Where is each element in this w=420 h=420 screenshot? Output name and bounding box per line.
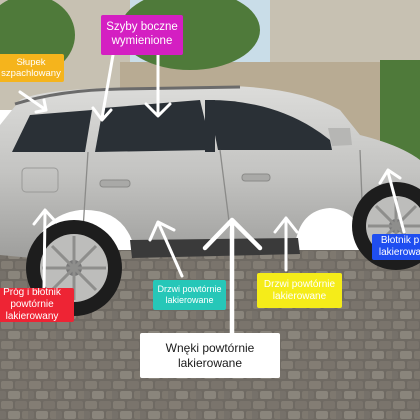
rear-door-handle [99, 179, 131, 188]
fuel-flap [21, 167, 59, 193]
roof-rail [14, 85, 241, 106]
rear-door-window [95, 100, 212, 152]
label-fender-repainted: Błotnik p lakierowa [372, 234, 420, 260]
arrow-door-yellow [273, 216, 299, 272]
arrow-fender [378, 168, 406, 234]
front-door-handle [241, 173, 271, 182]
arrow-sill [32, 208, 58, 290]
side-mirror [328, 128, 352, 146]
label-pillar-filled: Słupek szpachlowany [0, 54, 64, 82]
arrow-wneki [202, 217, 263, 337]
front-door-window [208, 100, 332, 150]
b-pillar [205, 100, 215, 152]
arrow-window-rear [91, 53, 115, 122]
arrow-window-front [144, 53, 172, 118]
label-front-door-repainted: Drzwi powtórnie lakierowane [257, 273, 342, 308]
rear-quarter-window [12, 110, 92, 152]
annotation-arrows [18, 53, 406, 337]
label-side-windows-replaced: Szyby boczne wymienione [101, 15, 183, 55]
label-recesses-repainted: Wnęki powtórnie lakierowane [140, 333, 280, 378]
label-sill-repainted: Próg i błotnik powtórnie lakierowany [0, 288, 74, 322]
label-rear-door-repainted: Drzwi powtórnie lakierowane [153, 280, 226, 310]
arrow-door-left [148, 220, 184, 278]
arrow-pillar [18, 90, 48, 114]
